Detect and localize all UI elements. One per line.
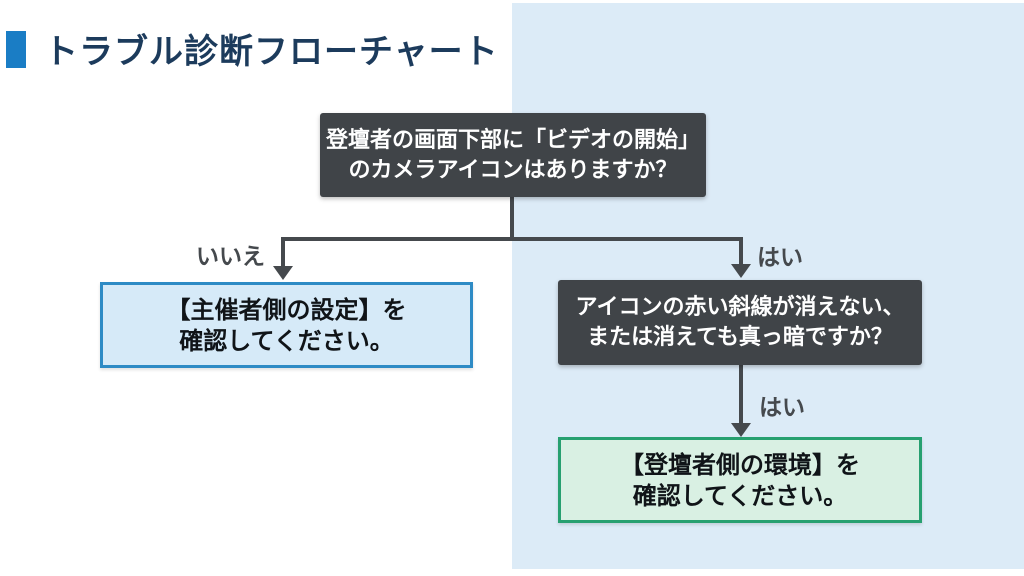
question-2-line-2: または消えても真っ暗ですか？ bbox=[587, 324, 893, 349]
edge-label-yes-2: はい bbox=[759, 394, 805, 420]
edge-label-yes-1: はい bbox=[757, 244, 803, 270]
flow-node-question-1: 登壇者の画面下部に「ビデオの開始」 のカメラアイコンはありますか？ bbox=[320, 113, 706, 197]
connector-branch-left-down bbox=[281, 237, 285, 268]
page-title: トラブル診断フローチャート bbox=[44, 33, 499, 71]
flow-node-result-no: 【主催者側の設定】を 確認してください。 bbox=[100, 282, 473, 368]
arrowhead-to-result-no bbox=[273, 266, 293, 280]
connector-branch-horizontal bbox=[281, 237, 743, 241]
flow-node-question-2: アイコンの赤い斜線が消えない、 または消えても真っ暗ですか？ bbox=[558, 280, 922, 365]
flow-node-result-yes: 【登壇者側の環境】を 確認してください。 bbox=[558, 437, 922, 523]
result-yes-line-2: 確認してください。 bbox=[632, 483, 848, 510]
question-1-line-1: 登壇者の画面下部に「ビデオの開始」 bbox=[325, 127, 700, 152]
result-no-line-1: 【主催者側の設定】を bbox=[166, 297, 407, 324]
question-2-line-1: アイコンの赤い斜線が消えない、 bbox=[575, 294, 905, 319]
arrowhead-to-q2 bbox=[731, 264, 751, 278]
question-1-line-2: のカメラアイコンはありますか？ bbox=[348, 157, 678, 182]
connector-branch-right-down bbox=[739, 237, 743, 266]
result-no-line-2: 確認してください。 bbox=[179, 328, 394, 355]
connector-q2-down bbox=[739, 365, 743, 425]
arrowhead-to-result-yes bbox=[731, 423, 751, 437]
edge-label-no: いいえ bbox=[196, 243, 265, 269]
connector-q1-down bbox=[510, 197, 514, 241]
result-yes-line-1: 【登壇者側の環境】を bbox=[620, 452, 860, 479]
title-accent-bar bbox=[6, 31, 26, 68]
